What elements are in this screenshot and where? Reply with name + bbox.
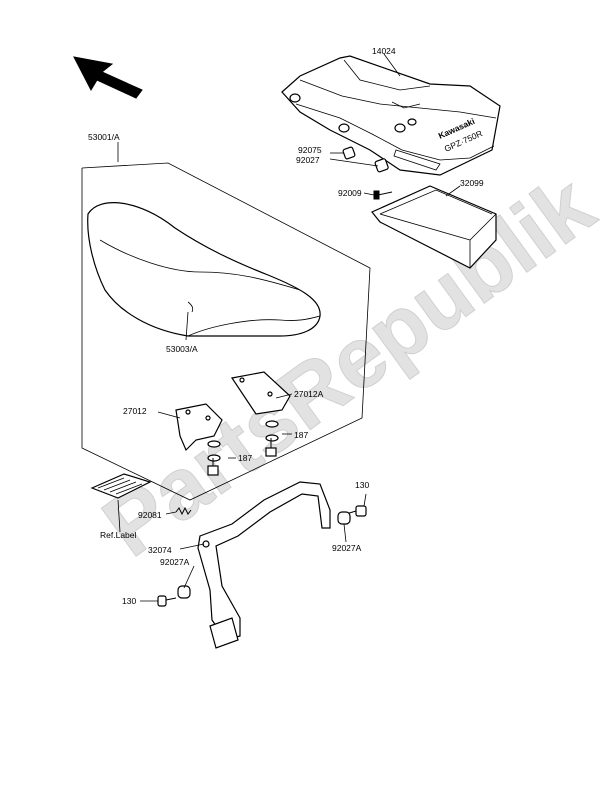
label-187-right: 187: [294, 430, 308, 440]
label-187-left: 187: [238, 453, 252, 463]
lock-bracket-32074: [197, 481, 331, 649]
label-92009: 92009: [338, 188, 362, 198]
label-130-left: 130: [122, 596, 136, 606]
part-labels: 14024 53001/A 92075 92027 92009 32099 53…: [88, 46, 484, 606]
fastener-92027: [374, 158, 389, 173]
tail-cover-part: Kawasaki GPZ·750R: [281, 55, 501, 176]
collar-92027a-left: [177, 585, 191, 599]
seat-part: [87, 202, 321, 337]
bolt-187-left: [207, 458, 219, 476]
seat-assembly-outline: [81, 162, 371, 501]
label-ref-label: Ref.Label: [100, 530, 136, 540]
direction-arrow-icon: [73, 56, 143, 99]
fastener-92075: [342, 146, 356, 160]
bracket-27012: [175, 403, 223, 452]
washer-187-right: [265, 420, 279, 442]
tool-tray-part: [371, 185, 497, 269]
label-32099: 32099: [460, 178, 484, 188]
label-27012: 27012: [123, 406, 147, 416]
label-53001a: 53001/A: [88, 132, 120, 142]
label-27012a: 27012A: [294, 389, 324, 399]
label-92027a-left: 92027A: [160, 557, 190, 567]
reference-label-part: [90, 473, 152, 499]
label-53003a: 53003/A: [166, 344, 198, 354]
label-14024: 14024: [372, 46, 396, 56]
bolt-130-left: [157, 595, 177, 607]
screw-92009: [373, 190, 393, 200]
bolt-187-right: [265, 438, 277, 457]
label-92081: 92081: [138, 510, 162, 520]
washer-187-left: [207, 440, 221, 462]
label-92027a-right: 92027A: [332, 543, 362, 553]
collar-92027a-right: [337, 511, 351, 525]
label-92075: 92075: [298, 145, 322, 155]
bracket-27012a: [230, 371, 291, 415]
label-32074: 32074: [148, 545, 172, 555]
label-92027: 92027: [296, 155, 320, 165]
spring-92081: [175, 506, 192, 516]
leader-lines: [117, 53, 461, 602]
label-130-right: 130: [355, 480, 369, 490]
